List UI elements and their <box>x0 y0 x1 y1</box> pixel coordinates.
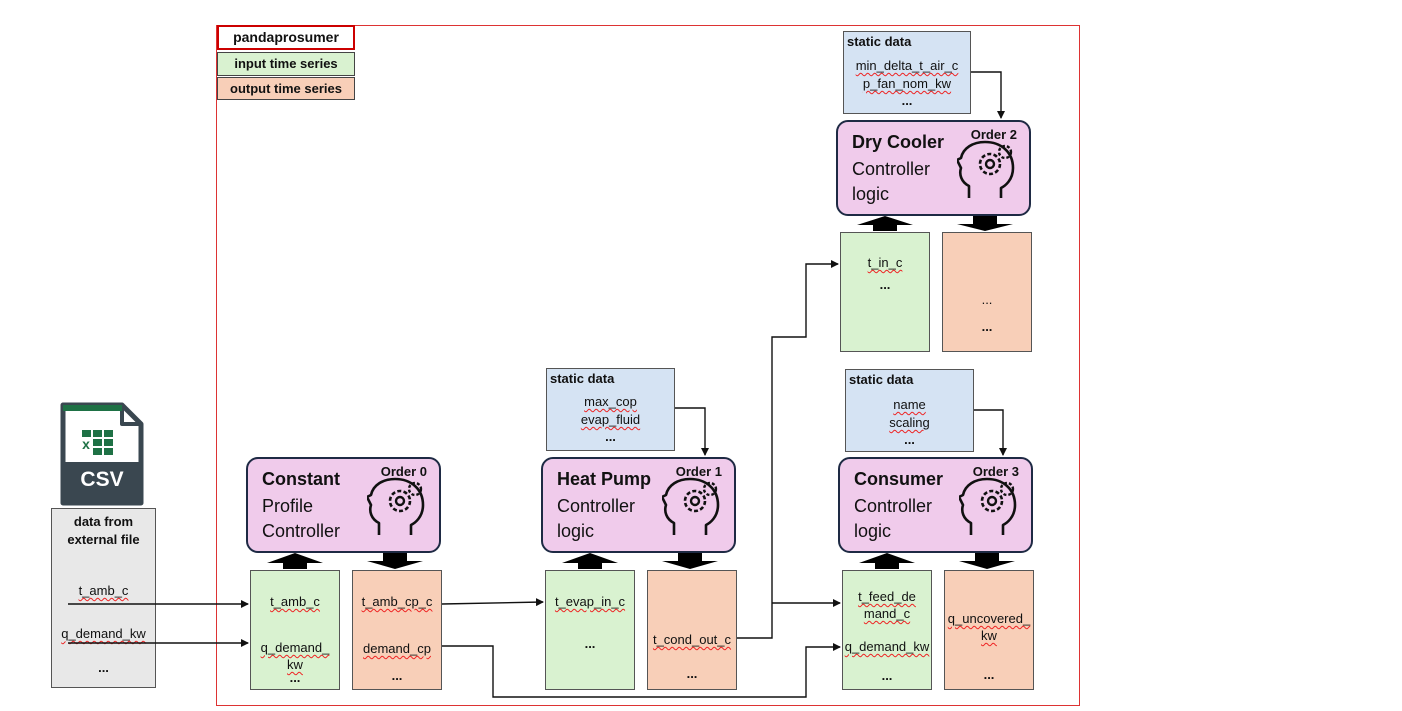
input-to-controller-arrow <box>267 553 323 569</box>
heat-pump-input-series: t_evap_in_c ... <box>545 570 635 690</box>
dry-cooler-input-series: t_in_c ... <box>840 232 930 352</box>
controller-subtitle: logic <box>852 184 890 204</box>
controller-to-output-arrow <box>662 553 718 569</box>
controller-subtitle: Controller <box>852 159 931 179</box>
external-data-title: data from external file <box>52 513 155 549</box>
t-cond-out-to-dry-cooler-link <box>737 260 839 639</box>
up-down-arrows <box>267 216 1015 569</box>
controller-to-output-arrow <box>957 216 1013 231</box>
static-data-title: static data <box>550 371 615 386</box>
constant-input-series: t_amb_c q_demand_ kw ... <box>250 570 340 690</box>
consumer-controller[interactable]: Consumer Controller logic Order 3 <box>838 457 1033 553</box>
legend-input-series: input time series <box>217 52 355 76</box>
controller-title: Constant <box>262 469 340 489</box>
input-q-demand-kw: q_demand_ kw <box>260 640 330 672</box>
output-demand-cp: demand_cp <box>363 641 431 656</box>
output-t-amb-cp-c: t_amb_cp_c <box>361 594 433 609</box>
static-max-cop: max_cop <box>584 394 637 409</box>
heat-pump-controller[interactable]: Heat Pump Controller logic Order 1 <box>541 457 736 553</box>
consumer-input-series: t_feed_de mand_c q_demand_kw ... <box>842 570 932 690</box>
controller-subtitle: Profile <box>262 496 314 516</box>
dry-cooler-output-series: ... ... <box>942 232 1032 352</box>
controller-order: Order 1 <box>675 464 722 479</box>
heat-pump-static-data: static data max_cop evap_fluid ... <box>546 368 675 451</box>
head-gear-icon <box>662 477 720 535</box>
head-gear-icon <box>957 140 1015 198</box>
external-series-more: ... <box>98 660 109 675</box>
controller-order: Order 0 <box>380 464 427 479</box>
controller-to-output-arrow <box>959 553 1015 569</box>
static-more: ... <box>605 429 616 444</box>
controller-order: Order 2 <box>970 127 1017 142</box>
constant-output-series: t_amb_cp_c demand_cp ... <box>352 570 442 690</box>
head-gear-icon <box>959 477 1017 535</box>
controller-subtitle: logic <box>854 521 892 541</box>
constant-profile-controller[interactable]: Constant Profile Controller Order 0 <box>246 457 441 553</box>
csv-file-icon: x <box>60 402 144 506</box>
input-to-controller-arrow <box>857 216 913 231</box>
dry-cooler-static-data: static data min_delta_t_air_c p_fan_nom_… <box>843 31 971 114</box>
output-more: ... <box>981 319 993 334</box>
controller-title: Heat Pump <box>557 469 652 489</box>
input-more: ... <box>881 668 893 683</box>
external-series-q-demand-kw: q_demand_kw <box>61 626 146 641</box>
input-more: ... <box>879 277 891 292</box>
input-t-feed-demand-c: t_feed_de mand_c <box>858 589 916 621</box>
external-data-title-line1: data from <box>73 514 134 529</box>
consumer-static-data: static data name scaling ... <box>845 369 974 452</box>
t-amb-cp-c-link <box>441 598 544 607</box>
external-data-panel: data from external file t_amb_c q_demand… <box>51 508 156 688</box>
dry-cooler-controller[interactable]: Dry Cooler Controller logic Order 2 <box>836 120 1031 216</box>
static-to-consumer-arrow <box>974 409 1007 456</box>
svg-text:x: x <box>82 436 90 452</box>
static-to-dry-cooler-arrow <box>971 71 1005 119</box>
controller-title: Dry Cooler <box>852 132 945 152</box>
controller-subtitle: Controller <box>557 496 636 516</box>
output-more: ... <box>981 292 993 307</box>
output-t-cond-out-c: t_cond_out_c <box>652 632 732 647</box>
output-more: ... <box>983 667 995 682</box>
static-more: ... <box>904 432 915 447</box>
static-data-title: static data <box>849 372 914 387</box>
output-more: ... <box>686 666 698 681</box>
controller-subtitle: Controller <box>262 521 341 541</box>
heat-pump-output-series: t_cond_out_c ... <box>647 570 737 690</box>
controller-title: Consumer <box>854 469 944 489</box>
input-t-amb-c: t_amb_c <box>270 594 320 609</box>
controller-subtitle: Controller <box>854 496 933 516</box>
external-data-title-line2: external file <box>67 532 140 547</box>
static-more: ... <box>901 93 913 108</box>
static-name: name <box>893 397 926 412</box>
consumer-output-series: q_uncovered_ kw ... <box>944 570 1034 690</box>
input-q-demand-kw: q_demand_kw <box>844 639 930 654</box>
csv-icon-label: CSV <box>80 468 124 491</box>
static-evap-fluid: evap_fluid <box>580 412 641 427</box>
legend-output-series: output time series <box>217 77 355 100</box>
input-more: ... <box>584 636 596 651</box>
input-t-evap-in-c: t_evap_in_c <box>554 594 626 609</box>
controller-subtitle: logic <box>557 521 595 541</box>
legend-title: pandaprosumer <box>217 25 355 50</box>
static-data-title: static data <box>847 34 912 49</box>
static-scaling: scaling <box>889 415 930 430</box>
input-t-in-c: t_in_c <box>867 255 903 270</box>
output-more: ... <box>391 668 403 683</box>
controller-order: Order 3 <box>972 464 1019 479</box>
input-more: ... <box>289 670 301 685</box>
static-p-fan-nom-kw: p_fan_nom_kw <box>862 76 952 91</box>
output-q-uncovered-kw: q_uncovered_ kw <box>947 611 1031 643</box>
input-to-controller-arrow <box>859 553 915 569</box>
static-to-heat-pump-arrow <box>675 407 709 456</box>
controller-to-output-arrow <box>367 553 423 569</box>
input-to-controller-arrow <box>562 553 618 569</box>
head-gear-icon <box>367 477 425 535</box>
static-min-delta-t-air-c: min_delta_t_air_c <box>855 58 959 73</box>
pandaprosumer-frame <box>216 25 1080 706</box>
demand-cp-link <box>442 643 841 698</box>
external-series-t-amb-c: t_amb_c <box>78 583 129 598</box>
